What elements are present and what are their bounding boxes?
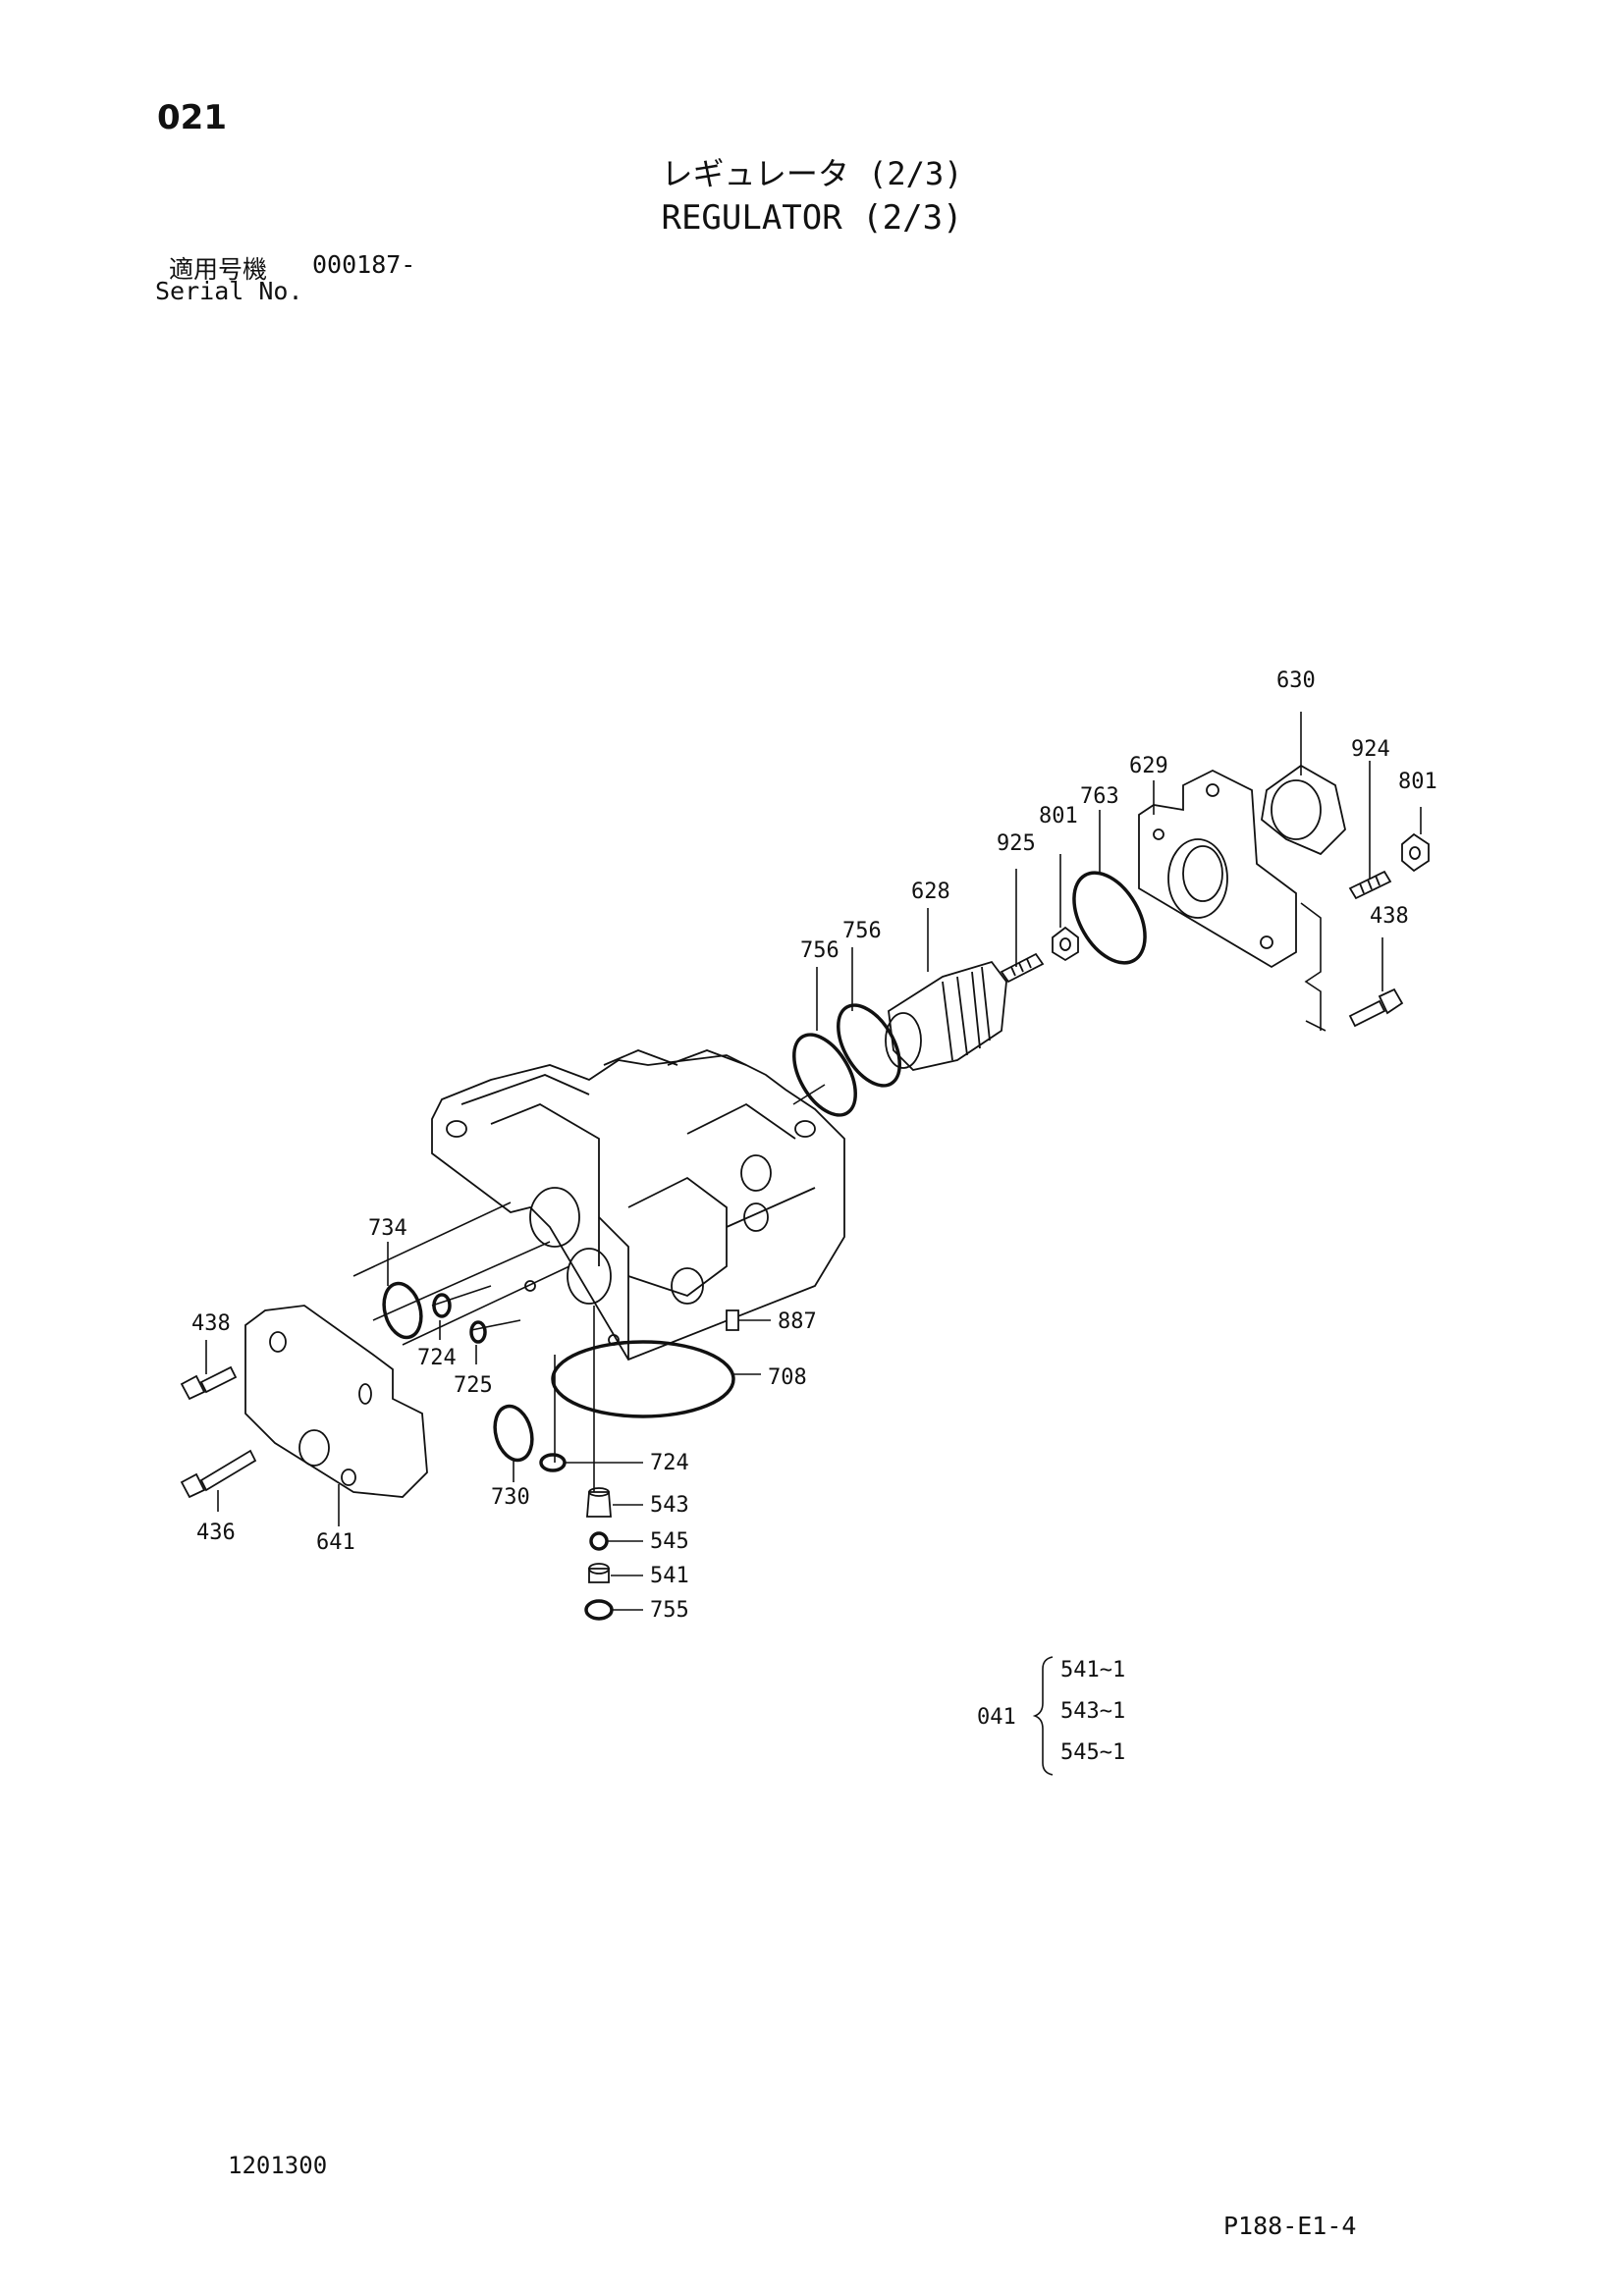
o-ring-734: [382, 1281, 423, 1340]
callout-756-upper: 756: [842, 919, 882, 943]
callout-543: 543: [650, 1493, 689, 1518]
pin-887: [726, 1309, 739, 1331]
o-ring-756b: [837, 1003, 901, 1088]
callout-734: 734: [368, 1216, 407, 1241]
callout-628: 628: [911, 880, 950, 904]
kit-item-543: 543~1: [1060, 1699, 1125, 1724]
callout-438-right: 438: [1370, 904, 1409, 929]
nut-630: [1261, 764, 1346, 856]
set-screw-925: [1000, 952, 1045, 984]
plug-628: [885, 960, 1007, 1071]
cover-641: [244, 1305, 428, 1498]
bolt-438-left: [180, 1365, 238, 1401]
leader-lines: [205, 712, 1422, 1611]
lock-nut-801a: [1052, 926, 1079, 962]
kit-item-545: 545~1: [1060, 1740, 1125, 1765]
page-number: 021: [157, 98, 227, 137]
callout-730: 730: [491, 1485, 530, 1510]
o-ring-763: [1072, 871, 1147, 965]
callout-756-lower: 756: [800, 938, 839, 963]
callout-641: 641: [316, 1530, 355, 1555]
callout-630: 630: [1276, 668, 1316, 693]
kit-group-041: 041 541~1 543~1 545~1: [977, 1656, 1125, 1776]
callout-629: 629: [1129, 754, 1168, 778]
callout-438-left: 438: [191, 1311, 231, 1336]
regulator-body: [431, 1049, 845, 1362]
callout-924: 924: [1351, 737, 1390, 762]
title-japanese: レギュレータ (2/3): [661, 155, 963, 192]
kit-code: 041: [977, 1705, 1016, 1730]
bolt-436: [180, 1449, 257, 1499]
callout-725: 725: [454, 1373, 493, 1398]
kit-item-541: 541~1: [1060, 1658, 1125, 1682]
o-ring-755: [584, 1599, 614, 1621]
callout-436: 436: [196, 1521, 236, 1545]
o-ring-545: [589, 1531, 609, 1551]
o-ring-708: [551, 1340, 735, 1418]
callout-708: 708: [768, 1365, 807, 1390]
o-ring-724a: [432, 1293, 452, 1318]
callout-541: 541: [650, 1564, 689, 1588]
page-reference: P188-E1-4: [1223, 2212, 1357, 2240]
callout-labels: 630 924 629 801 801 763 925 438 628 756 …: [191, 668, 1437, 1623]
o-ring-756a: [792, 1033, 857, 1117]
callout-545: 545: [650, 1529, 689, 1554]
callout-724-lower: 724: [650, 1451, 689, 1475]
o-ring-730: [493, 1404, 534, 1463]
serial-label-japanese: 適用号機: [169, 255, 268, 284]
bolt-438-right: [1348, 988, 1404, 1028]
document-code: 1201300: [228, 2152, 328, 2179]
callout-887: 887: [778, 1309, 817, 1334]
callout-755: 755: [650, 1598, 689, 1623]
plug-541: [588, 1563, 610, 1583]
callout-801-right: 801: [1398, 770, 1437, 794]
o-ring-725: [469, 1320, 487, 1344]
title-english: REGULATOR (2/3): [661, 198, 963, 238]
callout-724-upper: 724: [417, 1346, 457, 1370]
serial-number-value: 000187-: [312, 250, 416, 279]
callout-925: 925: [997, 831, 1036, 856]
plug-543: [586, 1487, 612, 1518]
set-screw-924: [1348, 870, 1392, 900]
callout-801-left: 801: [1039, 804, 1078, 828]
side-cover-629: [1138, 769, 1297, 969]
callout-763: 763: [1080, 784, 1119, 809]
o-ring-724b: [539, 1453, 567, 1472]
lock-nut-801b: [1401, 832, 1430, 873]
serial-label-english: Serial No.: [155, 277, 303, 305]
